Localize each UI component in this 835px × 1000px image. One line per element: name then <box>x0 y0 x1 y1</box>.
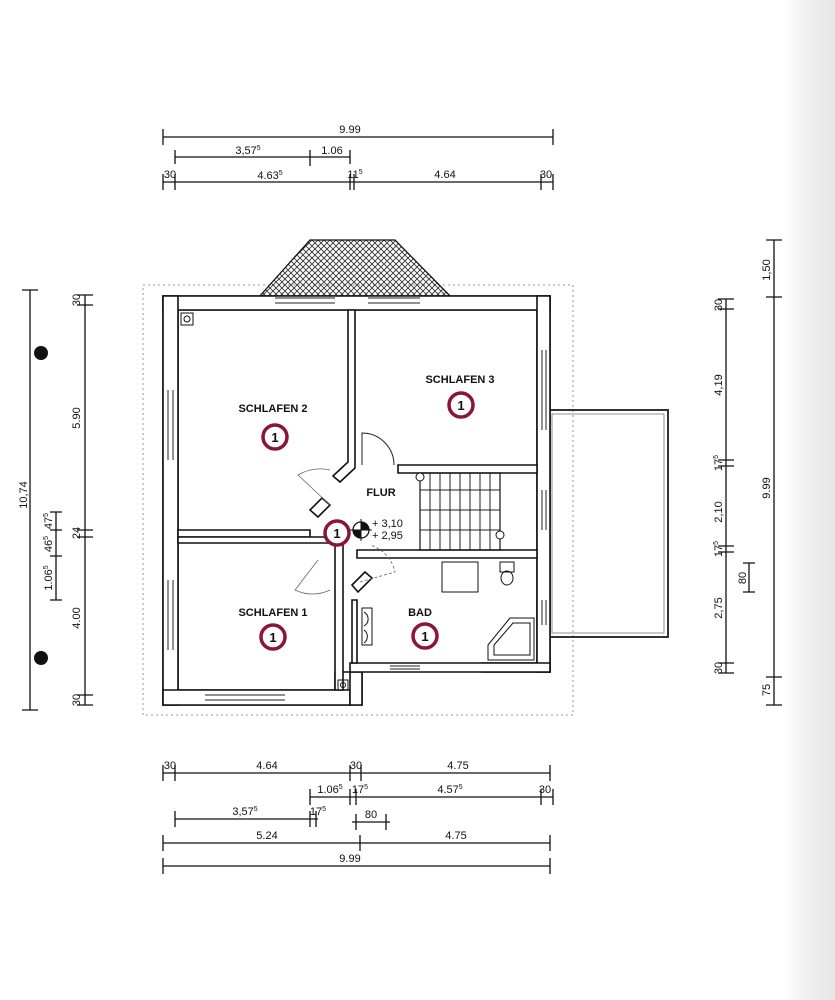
room-label-schlafen-2: SCHLAFEN 2 <box>238 403 307 415</box>
dim-top-total: 9.99 <box>339 124 360 136</box>
dim-bottom-r3c: 80 <box>365 809 377 821</box>
dim-bottom-total: 9.99 <box>339 853 360 865</box>
dim-left-s1: 475 <box>43 513 55 529</box>
dim-left-s3: 1.065 <box>43 565 55 590</box>
dim-top-b: 1.06 <box>321 145 342 157</box>
room-marker-schlafen-3: 1 <box>447 391 475 419</box>
room-marker-schlafen-1: 1 <box>259 623 287 651</box>
room-label-schlafen-3: SCHLAFEN 3 <box>425 374 494 386</box>
dim-right-s1: 175 <box>713 455 725 471</box>
dimensions-left: 10,74 30 5.90 24 4.00 30 475 465 1.065 <box>18 289 93 711</box>
room-label-bad: BAD <box>408 607 432 619</box>
svg-text:1: 1 <box>421 629 428 644</box>
bath-fixtures <box>361 561 535 661</box>
level-marker: + 3,10 + 2,95 <box>350 518 403 542</box>
doors <box>294 432 396 595</box>
stairs <box>415 472 505 551</box>
dim-right-small: 80 <box>737 572 749 584</box>
level-lower: + 2,95 <box>372 530 403 542</box>
room-label-schlafen-1: SCHLAFEN 1 <box>238 607 307 619</box>
dim-bottom-r2d: 30 <box>539 784 551 796</box>
dim-bottom-r4-1: 5.24 <box>256 830 277 842</box>
dim-bottom-r2c: 4.575 <box>437 784 462 796</box>
dim-bottom-r3a: 3,575 <box>232 806 257 818</box>
dim-top-a: 3,575 <box>235 145 260 157</box>
dim-right-1: 30 <box>713 299 725 311</box>
room-marker-schlafen-2: 1 <box>261 423 289 451</box>
dim-top-c2: 4.635 <box>257 170 282 182</box>
scan-edge <box>785 0 835 1000</box>
dim-left-total: 10,74 <box>18 481 30 509</box>
dim-left-4: 4.00 <box>71 607 83 628</box>
dim-bottom-r3b: 175 <box>310 806 326 818</box>
dim-right-5: 30 <box>713 662 725 674</box>
dim-left-5: 30 <box>71 694 83 706</box>
room-marker-bad: 1 <box>411 622 439 650</box>
dim-bottom-r1-1: 30 <box>164 760 176 772</box>
dim-left-3: 24 <box>71 527 83 539</box>
dim-right-3: 2,10 <box>713 501 725 522</box>
dim-bottom-r2b: 175 <box>352 784 368 796</box>
svg-text:1: 1 <box>271 430 278 445</box>
room-label-flur: FLUR <box>366 487 395 499</box>
balcony <box>547 409 669 638</box>
dim-top-c4: 4.64 <box>434 169 455 181</box>
svg-text:1: 1 <box>269 630 276 645</box>
walls <box>162 295 551 706</box>
dim-right-s2: 175 <box>713 541 725 557</box>
level-upper: + 3,10 <box>372 518 403 530</box>
roof-outline <box>142 284 574 716</box>
dimensions-bottom: 30 4.64 30 4.75 1.065 175 4.575 30 3,575… <box>162 760 554 874</box>
dim-top-c5: 30 <box>540 169 552 181</box>
dim-bottom-r4-2: 4.75 <box>445 830 466 842</box>
roof-bay <box>256 239 454 299</box>
dim-left-1: 30 <box>71 294 83 306</box>
dim-right-2: 4,19 <box>713 374 725 395</box>
dim-top-c3: 115 <box>347 169 362 181</box>
room-marker-flur: 1 <box>323 519 351 547</box>
dim-right-outer-1: 1,50 <box>761 259 773 280</box>
dim-bottom-r1-2: 4.64 <box>256 760 277 772</box>
dim-left-s2: 465 <box>43 536 55 552</box>
dimensions-top: 9.99 3,575 1.06 30 4.635 115 4.64 30 <box>162 124 554 190</box>
dim-bottom-r1-4: 4.75 <box>447 760 468 772</box>
dim-right-outer-2: 9.99 <box>761 477 773 498</box>
dim-right-outer-3: 75 <box>761 684 773 696</box>
dim-bottom-r1-3: 30 <box>350 760 362 772</box>
svg-text:1: 1 <box>333 526 340 541</box>
dim-left-2: 5.90 <box>71 407 83 428</box>
svg-text:1: 1 <box>457 398 464 413</box>
dim-top-c1: 30 <box>164 169 176 181</box>
dim-right-4: 2,75 <box>713 597 725 618</box>
dim-bottom-r2a: 1.065 <box>317 784 342 796</box>
dimensions-right: 30 4,19 175 2,10 175 2,75 30 80 1,50 9.9… <box>713 239 782 706</box>
